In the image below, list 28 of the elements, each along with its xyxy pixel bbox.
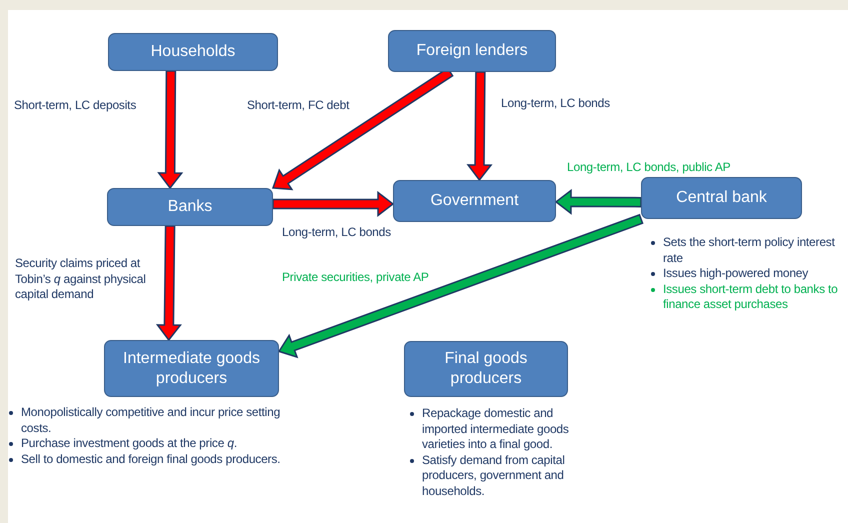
entity-box: Intermediate goods producers [104, 340, 279, 397]
block-arrow [156, 225, 182, 342]
entity-box: Central bank [641, 177, 802, 219]
bullet-text: Repackage domestic and imported intermediate goods varieties into a final good. [422, 406, 569, 452]
bullet-text: Sets the short-term policy interest rate [663, 235, 835, 265]
block-arrow [272, 190, 394, 217]
entity-box: Banks [107, 188, 273, 226]
edge-label: Short-term, FC debt [247, 98, 350, 114]
entity-box: Final goods producers [404, 341, 568, 397]
bullet-text: Purchase investment goods at the price q. [21, 436, 237, 450]
edge-label: Long-term, LC bonds, public AP [567, 160, 732, 176]
entity-box: Government [393, 180, 556, 222]
bullet-text: Satisfy demand from capital producers, government and households. [422, 452, 565, 498]
block-arrow [466, 71, 493, 182]
bullet-text: Sell to domestic and foreign final goods producers. [21, 452, 280, 466]
edge-label: Long-term, LC bonds [282, 225, 392, 241]
edge-label: Short-term, LC deposits [14, 98, 138, 114]
entity-box: Foreign lenders [388, 30, 556, 72]
bullet-text: Issues high-powered money [663, 266, 808, 280]
bullet-text: Monopolistically competitive and incur price setting costs. [21, 405, 280, 435]
block-arrow [554, 188, 642, 215]
edge-label: Private securities, private AP [282, 270, 430, 286]
edge-label: Security claims priced at Tobin’s q against physical capital demand [15, 256, 147, 303]
edge-label: Long-term, LC bonds [501, 96, 611, 112]
entity-box: Households [108, 33, 278, 71]
block-arrow [278, 214, 644, 358]
block-arrow [157, 70, 184, 190]
bullet-text: Issues short-term debt to banks to finance asset purchases [663, 282, 838, 312]
